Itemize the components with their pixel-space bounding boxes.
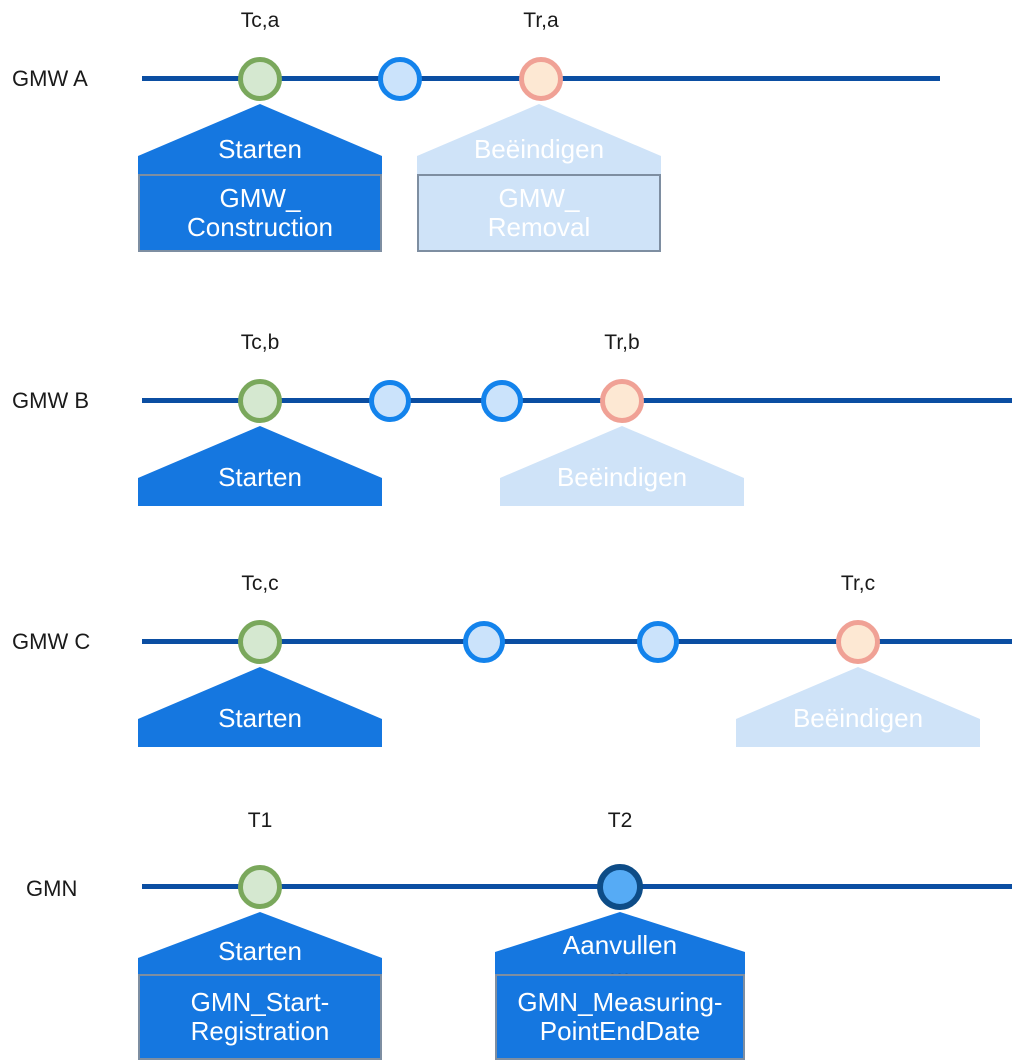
node-event-blue-a1[interactable] [378, 57, 422, 101]
callout-headline: Beëindigen [792, 703, 924, 733]
callout-headline: Beëindigen [556, 462, 688, 492]
node-t2-navy[interactable] [597, 864, 643, 910]
pentagon-shape-icon [138, 426, 382, 506]
node-tc-b-green[interactable] [238, 379, 282, 423]
callout-headline: Starten [218, 462, 302, 492]
timeline-row-gmw-c: GMW C Tc,c Tr,c Starten Beëindigen [0, 555, 1024, 785]
callout-pentagon: Beëindigen [500, 426, 744, 506]
row-label-gmw-a: GMW A [12, 66, 88, 91]
callout-box-gmw-removal[interactable]: GMW_Removal [417, 174, 661, 252]
callout-gmw-b-starten[interactable]: Starten [138, 426, 382, 506]
callout-pentagon: Aanvullen ... [495, 912, 745, 980]
callout-gmw-c-beeindigen[interactable]: Beëindigen [736, 667, 980, 747]
callout-box-gmn-measuring-point[interactable]: GMN_Measuring-PointEndDate [495, 974, 745, 1060]
node-tr-a-peach[interactable] [519, 57, 563, 101]
timeline-row-gmw-a: GMW A Tc,a Tr,a Starten GMW_Construction [0, 0, 1024, 300]
pentagon-shape-icon [736, 667, 980, 747]
pentagon-shape-icon [138, 912, 382, 974]
callout-pentagon: Starten [138, 104, 382, 174]
timeline-axis-gmw-b [142, 398, 1012, 403]
timeline-axis-gmw-c [142, 639, 1012, 644]
row-label-gmn: GMN [26, 876, 78, 901]
callout-box-gmn-start-registration[interactable]: GMN_Start-Registration [138, 974, 382, 1060]
callout-headline: Starten [218, 936, 302, 966]
callout-pentagon: Starten [138, 426, 382, 506]
callout-headline: Starten [218, 134, 302, 164]
callout-headline: Starten [218, 703, 302, 733]
tick-label-tr-a: Tr,a [523, 9, 559, 32]
tick-label-tc-b: Tc,b [240, 331, 280, 354]
callout-gmw-a-construction[interactable]: Starten GMW_Construction [138, 104, 382, 252]
tick-label-t2: T2 [607, 809, 633, 832]
node-event-blue-c1[interactable] [463, 621, 505, 663]
timeline-row-gmn: GMN T1 T2 Starten GMN_Start-Registration [0, 800, 1024, 1060]
node-event-blue-c2[interactable] [637, 621, 679, 663]
callout-box-text: GMW_Construction [187, 183, 333, 242]
callout-gmw-c-starten[interactable]: Starten [138, 667, 382, 747]
timeline-axis-gmn [142, 884, 1012, 889]
callout-pentagon: Starten [138, 912, 382, 974]
node-tc-c-green[interactable] [238, 620, 282, 664]
pentagon-shape-icon [500, 426, 744, 506]
callout-gmw-b-beeindigen[interactable]: Beëindigen [500, 426, 744, 506]
node-t1-green[interactable] [238, 865, 282, 909]
node-event-blue-b2[interactable] [481, 380, 523, 422]
callout-pentagon: Beëindigen [417, 104, 661, 174]
tick-label-tr-b: Tr,b [604, 331, 640, 354]
callout-pentagon: Beëindigen [736, 667, 980, 747]
callout-gmw-a-removal[interactable]: Beëindigen GMW_Removal [417, 104, 661, 252]
pentagon-shape-icon [417, 104, 661, 174]
callout-headline: Beëindigen [473, 134, 605, 164]
tick-label-tr-c: Tr,c [840, 572, 876, 595]
callout-box-gmw-construction[interactable]: GMW_Construction [138, 174, 382, 252]
callout-gmn-start-registration[interactable]: Starten GMN_Start-Registration [138, 912, 382, 1060]
callout-box-text: GMW_Removal [487, 183, 591, 242]
pentagon-shape-icon [138, 667, 382, 747]
tick-label-tc-a: Tc,a [240, 9, 280, 32]
node-tr-c-peach[interactable] [836, 620, 880, 664]
timeline-row-gmw-b: GMW B Tc,b Tr,b Starten Beëindigen [0, 320, 1024, 540]
callout-gmn-measuring-point-end-date[interactable]: Aanvullen ... GMN_Measuring-PointEndDate [495, 912, 745, 1060]
callout-pentagon: Starten [138, 667, 382, 747]
callout-box-text: GMN_Measuring-PointEndDate [517, 987, 723, 1046]
node-event-blue-b1[interactable] [369, 380, 411, 422]
node-tc-a-green[interactable] [238, 57, 282, 101]
tick-label-t1: T1 [247, 809, 273, 832]
pentagon-shape-icon [138, 104, 382, 174]
tick-label-tc-c: Tc,c [241, 572, 279, 595]
callout-box-text: GMN_Start-Registration [190, 987, 330, 1046]
pentagon-shape-icon [495, 912, 745, 974]
callout-headline: Aanvullen [562, 930, 678, 960]
row-label-gmw-c: GMW C [12, 629, 91, 654]
row-label-gmw-b: GMW B [12, 388, 89, 413]
node-tr-b-peach[interactable] [600, 379, 644, 423]
